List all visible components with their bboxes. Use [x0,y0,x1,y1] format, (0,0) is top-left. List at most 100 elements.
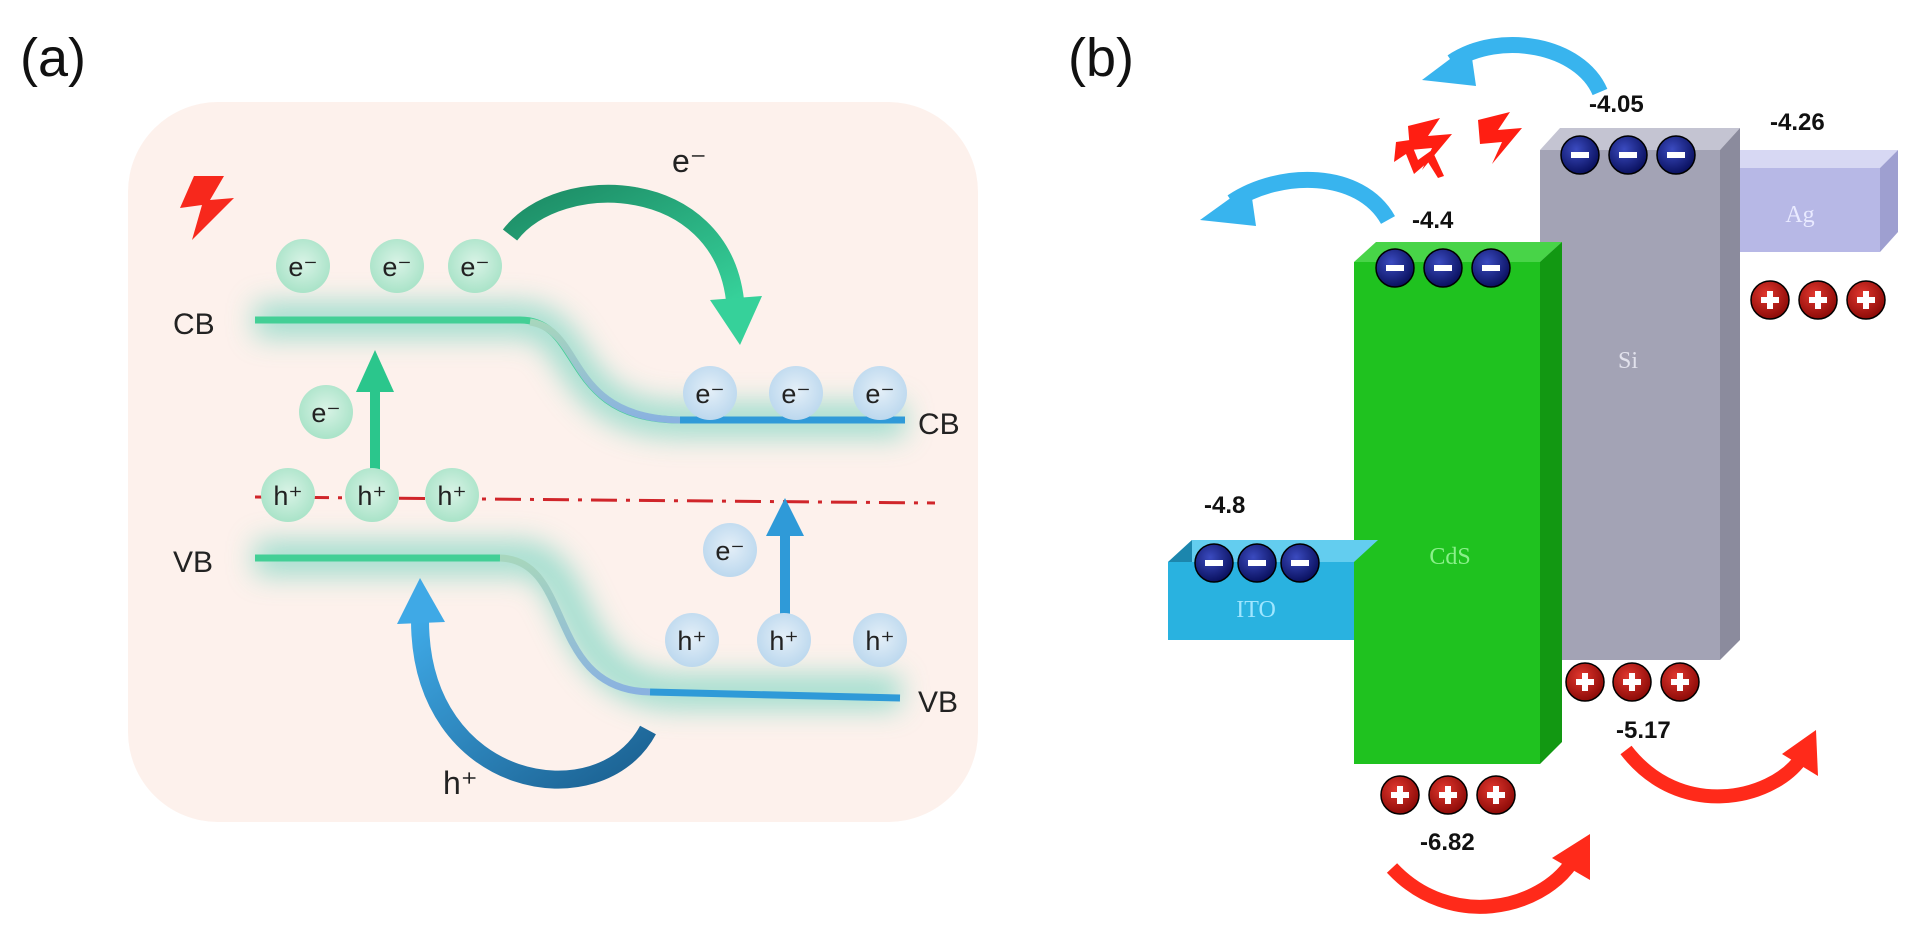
panel-a: (a) CB VB CB VB e⁻ e⁻ e⁻ [20,28,978,822]
right-excited-electron-bubble [703,523,757,577]
right-cb-electrons: e⁻ e⁻ e⁻ [683,366,907,420]
si-hole-arc [1620,745,1806,804]
electron-transfer-arrow-head-icon [710,296,762,345]
cds-electron-arc [1227,171,1395,225]
vb-band-bend [499,554,651,696]
si-holes [1565,662,1700,702]
hole-bubble [345,468,399,522]
cds-block: CdS [1354,242,1562,764]
plus-v-icon [1493,786,1499,804]
minus-icon [1482,265,1500,271]
cds-hole-arrow-head-icon [1552,834,1590,880]
plus-v-icon [1629,673,1635,691]
hole-transfer-arrow-head-icon [397,578,445,624]
si-front-face [1540,150,1720,660]
electron-transfer-arc [502,184,744,302]
ag-holes [1750,280,1886,320]
si-hole-arrow-head-icon [1782,730,1818,776]
si-label: Si [1618,348,1638,374]
si-electrons [1560,135,1696,175]
plus-v-icon [1767,291,1773,309]
cb-band-bend [529,318,681,424]
hole-label: h⁺ [357,481,386,511]
ag-front-face [1720,168,1880,252]
plus-v-icon [1397,786,1403,804]
right-excitation-arrow-head-icon [766,498,804,536]
excited-electron-bubble [299,385,353,439]
ito-label: ITO [1236,597,1276,623]
ag-block: Ag [1720,150,1898,252]
ag-label: Ag [1785,202,1814,228]
right-vb-holes: h⁺ h⁺ h⁺ [665,613,907,667]
ag-top-face [1720,150,1898,168]
light-bolt-icon [1394,140,1444,178]
minus-icon [1571,152,1589,158]
minus-icon [1205,560,1223,566]
cds-hole-arc [1386,857,1578,914]
hole-label: h⁺ [273,481,302,511]
left-holes: h⁺ h⁺ h⁺ [261,468,479,522]
electron-bubble [448,239,502,293]
light-bolt-icon [1408,118,1452,170]
electron-transfer-label: e⁻ [672,143,707,179]
minus-icon [1386,265,1404,271]
left-cb-label: CB [173,308,215,341]
panel-b: (b) Ag Si CdS ITO [1068,28,1898,914]
cds-label: CdS [1429,544,1470,570]
cds-holes [1380,775,1516,815]
electron-label: e⁻ [288,252,317,282]
plus-v-icon [1863,291,1869,309]
ag-level-label: -4.26 [1770,109,1825,136]
hole-bubble [425,468,479,522]
minus-icon [1248,560,1266,566]
minus-icon [1291,560,1309,566]
hole-label: h⁺ [769,626,798,656]
right-cb-label: CB [918,408,960,441]
hole-transfer-arc [411,619,656,789]
plus-v-icon [1582,673,1588,691]
hole-label: h⁺ [865,626,894,656]
left-vb-label: VB [173,546,213,579]
electron-bubble [276,239,330,293]
excitation-arrow-shaft [370,387,380,482]
si-cb-level-label: -4.05 [1589,91,1644,118]
cds-side-face [1540,242,1562,764]
hole-label: h⁺ [437,481,466,511]
electron-bubble [370,239,424,293]
hole-label: h⁺ [677,626,706,656]
ito-electrons [1194,543,1320,583]
hole-bubble [665,613,719,667]
plus-v-icon [1445,786,1451,804]
cds-front-face [1354,262,1540,764]
minus-icon [1434,265,1452,271]
right-vb-band [649,688,901,702]
ito-level-label: -4.8 [1204,492,1245,519]
si-block: Si [1540,128,1740,660]
hole-bubble [853,613,907,667]
electron-bubble [769,366,823,420]
panel-a-label: (a) [20,28,86,88]
right-vb-label: VB [918,686,958,719]
cds-electrons [1375,248,1511,288]
hole-transfer-label: h⁺ [443,765,478,801]
cds-vb-level-label: -6.82 [1420,829,1475,856]
left-cb-electrons: e⁻ e⁻ e⁻ [276,239,502,293]
electron-label: e⁻ [460,252,489,282]
electron-label: e⁻ [781,379,810,409]
panel-b-label: (b) [1068,28,1134,88]
hole-bubble [757,613,811,667]
si-side-face [1720,128,1740,660]
minus-icon [1667,152,1685,158]
cds-cb-level-label: -4.4 [1412,207,1454,234]
right-excited-electron-label: e⁻ [715,536,744,566]
plus-v-icon [1677,673,1683,691]
electron-label: e⁻ [695,379,724,409]
excited-electron-label: e⁻ [311,398,340,428]
light-bolt-icon [180,176,234,240]
electron-label: e⁻ [865,379,894,409]
hole-bubble [261,468,315,522]
si-vb-level-label: -5.17 [1616,717,1671,744]
electron-label: e⁻ [382,252,411,282]
minus-icon [1619,152,1637,158]
